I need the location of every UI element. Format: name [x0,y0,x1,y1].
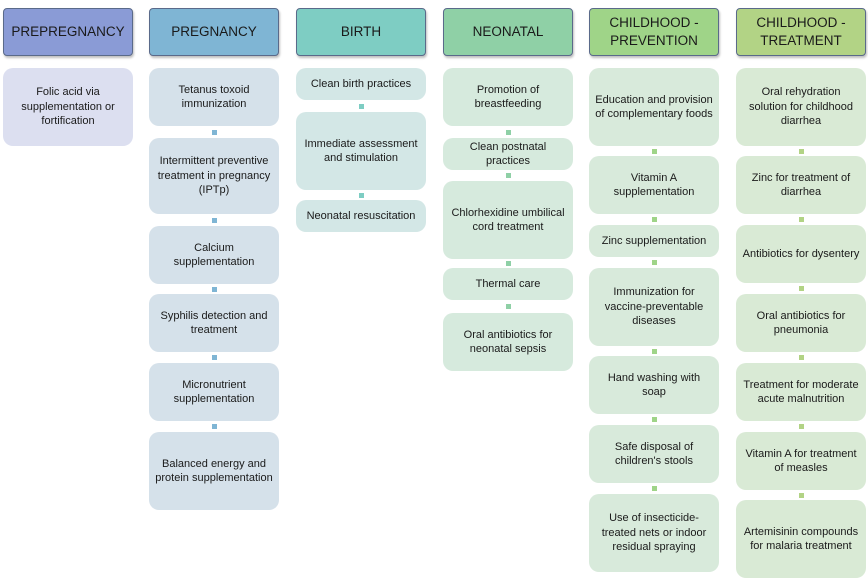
intervention-box: Artemisinin compounds for malaria treatm… [736,500,866,578]
intervention-box: Neonatal resuscitation [296,200,426,232]
intervention-box: Thermal care [443,268,573,300]
connector-dot [798,148,804,154]
intervention-box: Folic acid via supplementation or fortif… [3,68,133,146]
intervention-box: Clean postnatal practices [443,138,573,170]
intervention-box: Education and provision of complementary… [589,68,719,146]
intervention-box: Intermittent preventive treatment in pre… [149,138,279,214]
intervention-box: Antibiotics for dysentery [736,225,866,283]
connector-dot [505,304,511,309]
intervention-box: Micronutrient supplementation [149,363,279,421]
connector-dot [358,192,364,198]
connector-dot [505,129,511,135]
connector-dot [798,492,804,498]
connector-dot [651,417,657,422]
intervention-box: Chlorhexidine umbilical cord treatment [443,181,573,259]
intervention-box: Balanced energy and protein supplementat… [149,432,279,510]
connector-dot [651,217,657,222]
intervention-box: Oral antibiotics for neonatal sepsis [443,313,573,371]
intervention-box: Oral antibiotics for pneumonia [736,294,866,352]
intervention-box: Immediate assessment and stimulation [296,112,426,190]
intervention-box: Tetanus toxoid immunization [149,68,279,126]
intervention-box: Treatment for moderate acute malnutritio… [736,363,866,421]
connector-dot [651,348,657,354]
connector-dot [651,260,657,265]
intervention-box: Promotion of breastfeeding [443,68,573,126]
connector-dot [211,355,217,360]
connector-dot [211,129,217,135]
intervention-box: Hand washing with soap [589,356,719,414]
connector-dot [211,286,217,292]
intervention-box: Vitamin A supplementation [589,156,719,214]
connector-dot [651,486,657,491]
intervention-box: Immunization for vaccine-preventable dis… [589,268,719,346]
intervention-box: Clean birth practices [296,68,426,100]
connector-dot [211,217,217,223]
intervention-box: Use of insecticide-treated nets or indoo… [589,494,719,572]
column-header: NEONATAL [443,8,573,56]
connector-dot [651,148,657,154]
intervention-box: Oral rehydration solution for childhood … [736,68,866,146]
connector-dot [798,217,804,222]
intervention-box: Zinc supplementation [589,225,719,257]
column-header: PREGNANCY [149,8,279,56]
intervention-box: Safe disposal of children's stools [589,425,719,483]
intervention-box: Zinc for treatment of diarrhea [736,156,866,214]
connector-dot [211,424,217,429]
connector-dot [358,103,364,109]
connector-dot [505,261,511,266]
connector-dot [798,286,804,291]
connector-dot [798,355,804,360]
connector-dot [798,424,804,429]
column-header: BIRTH [296,8,426,56]
intervention-box: Calcium supplementation [149,226,279,284]
intervention-box: Vitamin A for treatment of measles [736,432,866,490]
column-header: CHILDHOOD - TREATMENT [736,8,866,56]
intervention-box: Syphilis detection and treatment [149,294,279,352]
connector-dot [505,173,511,178]
column-header: CHILDHOOD - PREVENTION [589,8,719,56]
column-header: PREPREGNANCY [3,8,133,56]
